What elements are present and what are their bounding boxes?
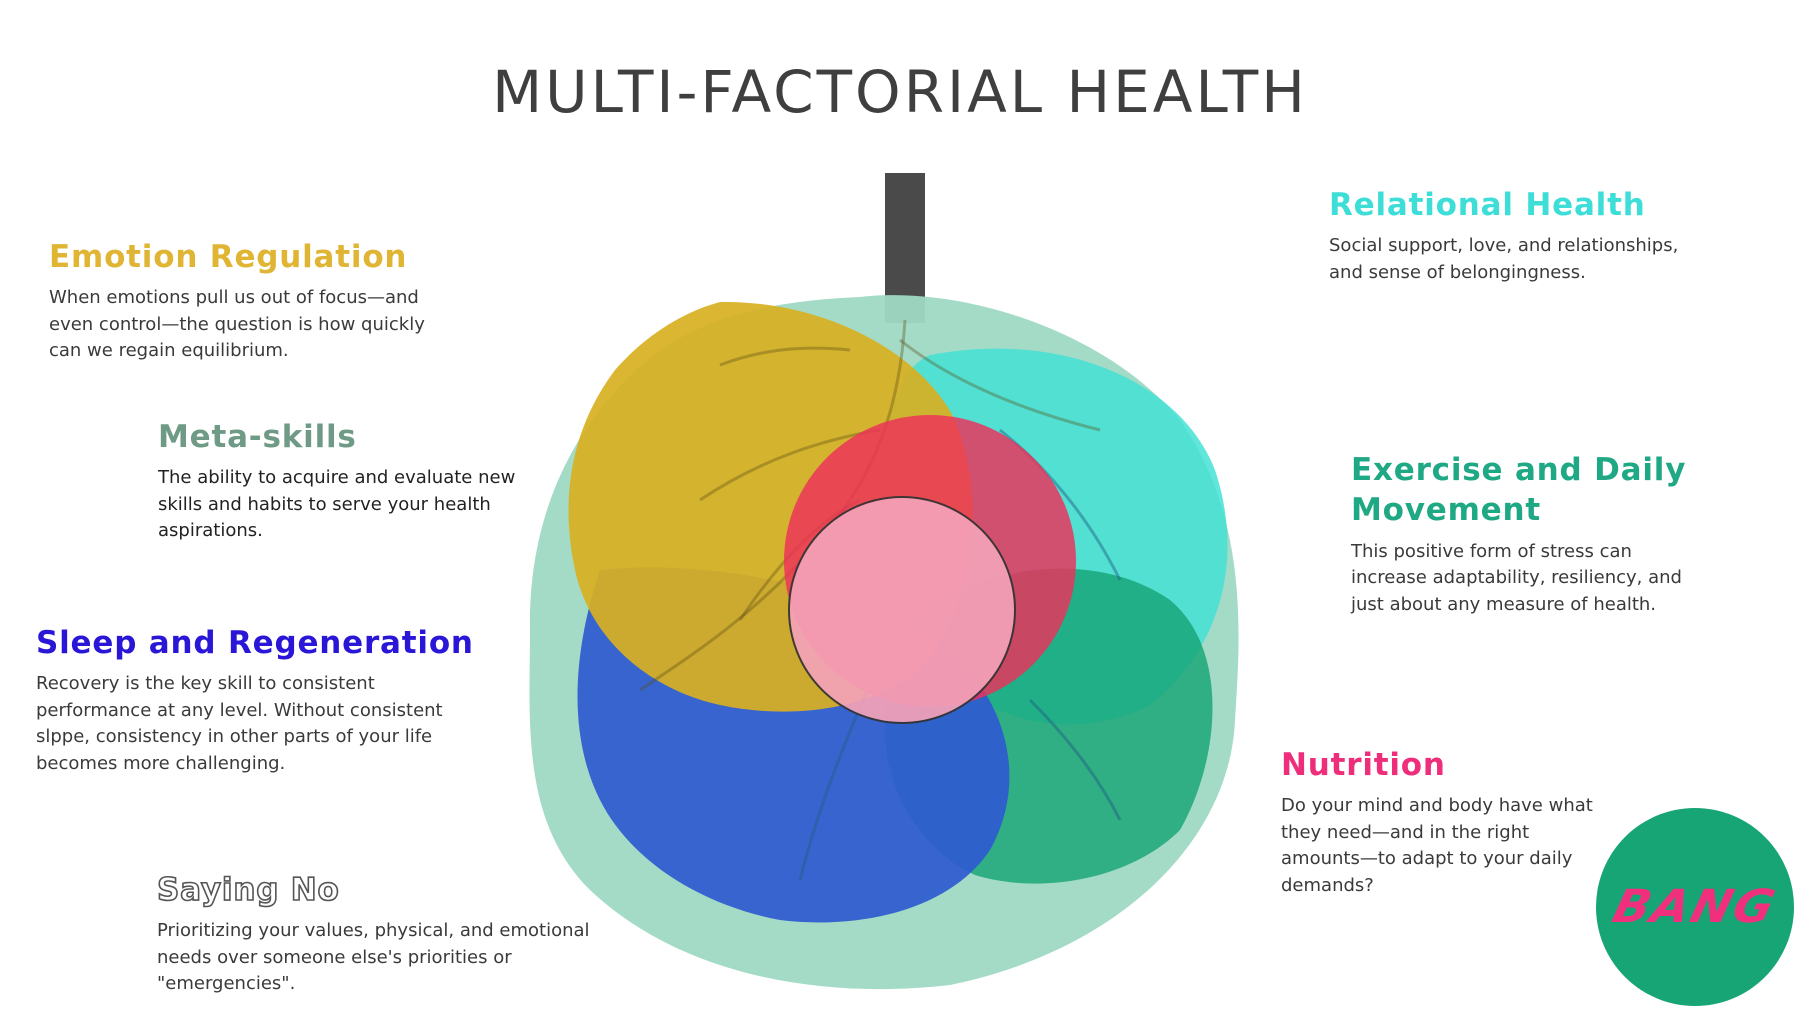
exercise-section: Exercise and Daily Movement This positiv… [1351,450,1771,618]
center-pink-circle [788,496,1016,724]
sleep-heading: Sleep and Regeneration [36,625,474,661]
relational-line: and sense of belongingness. [1329,261,1586,283]
nutrition-line: demands? [1281,874,1374,896]
sleep-body: Recovery is the key skill to consistent … [36,671,516,777]
meta-section: Meta-skills The ability to acquire and e… [158,417,558,545]
saying-no-line: Prioritizing your values, physical, and … [157,920,590,942]
sleep-line: slppe, consistency in other parts of you… [36,726,433,748]
relational-line: Social support, love, and relationships, [1329,235,1679,257]
exercise-line: just about any measure of health. [1351,593,1657,615]
emotion-section: Emotion Regulation When emotions pull us… [49,237,479,365]
relational-heading: Relational Health [1329,187,1646,223]
sleep-section: Sleep and Regeneration Recovery is the k… [36,623,516,777]
saying-no-body: Prioritizing your values, physical, and … [157,918,597,998]
saying-no-heading: Saying No [156,871,340,909]
nutrition-body: Do your mind and body have what they nee… [1281,793,1661,899]
exercise-line: increase adaptability, resiliency, and [1351,567,1682,589]
saying-no-section: Saying No Prioritizing your values, phys… [156,870,597,998]
exercise-heading-line: Movement [1351,492,1541,529]
emotion-line: When emotions pull us out of focus—and [49,287,419,309]
page-title: MULTI-FACTORIAL HEALTH [492,58,1308,126]
logo-text: BANG [1607,880,1783,934]
nutrition-line: Do your mind and body have what [1281,795,1593,817]
emotion-line: can we regain equilibrium. [49,340,289,362]
relational-body: Social support, love, and relationships,… [1329,233,1749,286]
meta-heading: Meta-skills [158,419,357,455]
meta-body: The ability to acquire and evaluate new … [158,465,558,545]
saying-no-line: "emergencies". [157,973,296,995]
sleep-line: becomes more challenging. [36,752,286,774]
sleep-line: Recovery is the key skill to consistent [36,673,375,695]
nutrition-line: they need—and in the right [1281,821,1530,843]
nutrition-heading: Nutrition [1281,747,1446,783]
relational-section: Relational Health Social support, love, … [1329,185,1749,286]
emotion-line: even control—the question is how quickly [49,313,425,335]
saying-no-line: needs over someone else's priorities or [157,946,512,968]
exercise-heading: Exercise and Daily Movement [1351,450,1771,531]
nutrition-section: Nutrition Do your mind and body have wha… [1281,745,1661,899]
meta-line: aspirations. [158,520,263,542]
emotion-body: When emotions pull us out of focus—and e… [49,285,479,365]
exercise-heading-line: Exercise and Daily [1351,452,1687,488]
meta-line: skills and habits to serve your health [158,493,491,515]
exercise-line: This positive form of stress can [1351,540,1632,562]
bang-logo-icon: BANG [1596,808,1794,1006]
nutrition-line: amounts—to adapt to your daily [1281,848,1573,870]
sleep-line: performance at any level. Without consis… [36,699,443,721]
meta-line: The ability to acquire and evaluate new [158,467,516,489]
emotion-heading: Emotion Regulation [49,239,408,275]
exercise-body: This positive form of stress can increas… [1351,539,1771,619]
